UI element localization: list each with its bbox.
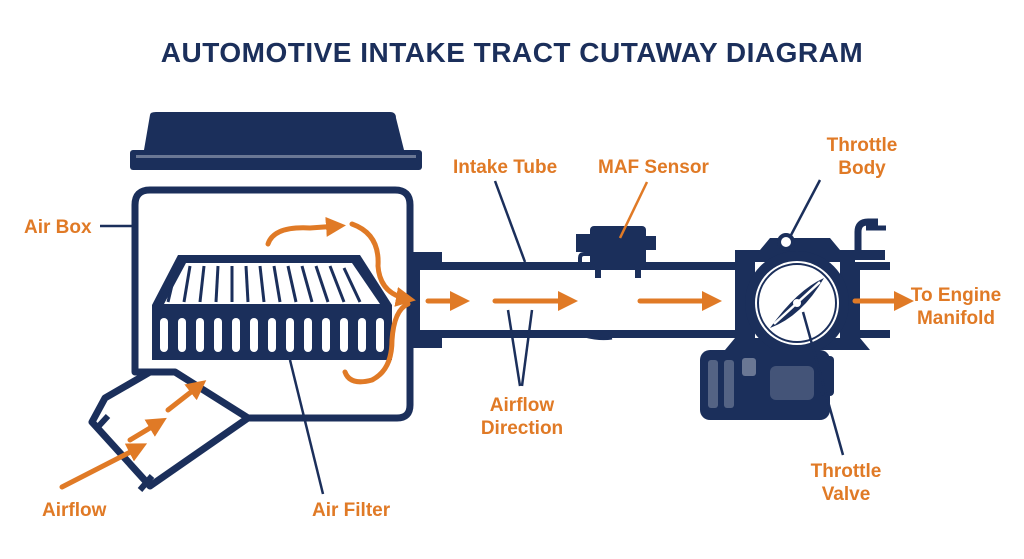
air-box-lid	[130, 112, 422, 170]
label-intake-tube: Intake Tube	[453, 157, 557, 178]
inlet-airflow-arrow-2	[127, 417, 167, 443]
label-to-engine-line1: To Engine	[911, 285, 1001, 306]
label-maf-sensor: MAF Sensor	[598, 157, 709, 178]
air-filter-leader	[288, 359, 325, 495]
airflow-direction-leaders	[506, 309, 534, 387]
air-filter	[152, 255, 392, 360]
label-airflow-direction-line1: Airflow	[490, 395, 555, 416]
label-to-engine-line2: Manifold	[917, 308, 995, 329]
label-air-box: Air Box	[24, 217, 92, 238]
intake-tube	[420, 252, 740, 341]
throttle-body-leader	[788, 179, 822, 238]
airflow-arrows	[59, 216, 914, 490]
inlet-airflow-arrow-1	[59, 443, 148, 490]
label-throttle-body-line2: Body	[838, 158, 886, 179]
box-curve-arrow-top	[349, 221, 416, 307]
throttle-actuator	[700, 350, 834, 420]
maf-sensor	[576, 226, 656, 278]
label-airflow-direction-line2: Direction	[481, 418, 563, 439]
air-box-inlet	[88, 368, 250, 492]
label-airflow: Airflow	[42, 500, 107, 521]
air-box-body	[131, 186, 414, 422]
diagram-title: AUTOMOTIVE INTAKE TRACT CUTAWAY DIAGRAM	[161, 37, 863, 68]
box-top-arrow	[265, 216, 346, 247]
throttle-valve-leader	[801, 311, 845, 456]
inlet-airflow-arrow-3	[165, 380, 207, 413]
throttle-valve	[770, 278, 824, 328]
box-curve-arrow-bottom	[342, 301, 411, 385]
label-throttle-valve-line2: Valve	[822, 484, 871, 505]
label-throttle-valve-line1: Throttle	[811, 461, 882, 482]
label-throttle-body-line1: Throttle	[827, 135, 898, 156]
label-air-filter: Air Filter	[312, 500, 391, 521]
maf-sensor-leader	[618, 181, 649, 239]
intake-tube-leader	[493, 180, 527, 263]
